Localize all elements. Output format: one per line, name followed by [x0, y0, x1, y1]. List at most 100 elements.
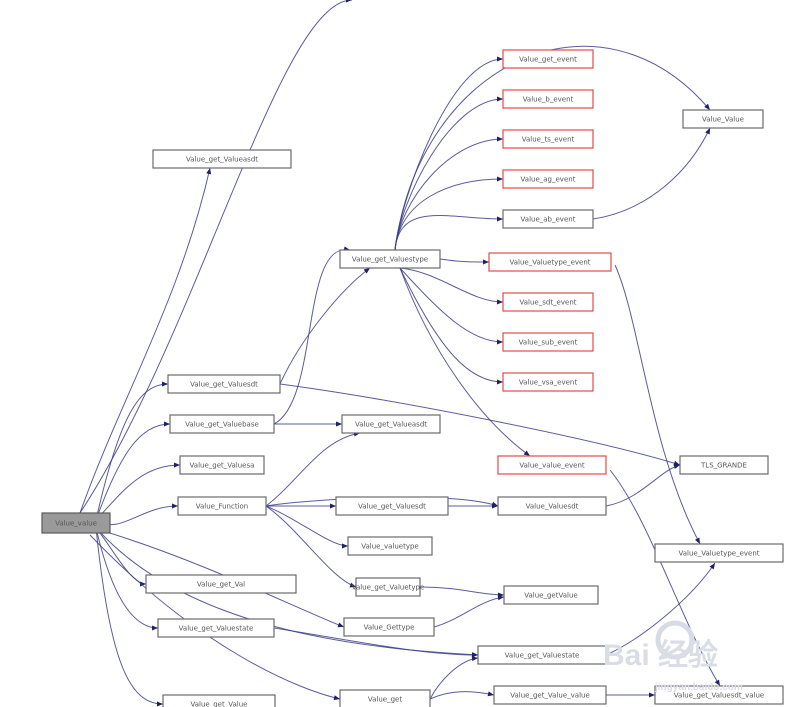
node-box [341, 414, 441, 434]
node-label: Value_get_Valuesdt_value [674, 692, 764, 700]
graph-node-r7[interactable]: Value_sub_event [502, 332, 594, 352]
node-label: Value_ag_event [521, 176, 576, 184]
graph-node-n8[interactable]: Value_get_Value [162, 694, 276, 707]
node-label: Value_get_Valuesa [190, 462, 255, 470]
edge-arrowhead [162, 381, 168, 387]
node-box [41, 512, 111, 534]
edge-arrowhead [694, 537, 700, 544]
node-label: Value_value_event [519, 462, 585, 470]
edge-root-offtop [79, 0, 353, 514]
graph-node-n22[interactable]: TLS_GRANDE [679, 455, 769, 475]
node-label: Value_get [368, 696, 402, 704]
edge-root-n3 [95, 423, 171, 521]
graph-node-n21[interactable]: Value_Valuesdt [497, 496, 607, 516]
node-label: Value_ts_event [522, 136, 575, 144]
edge-n13-n16 [419, 586, 505, 596]
graph-node-n2[interactable]: Value_get_Valuesdt [167, 374, 281, 394]
graph-node-n15[interactable]: Value_get [339, 689, 431, 707]
graph-node-r9[interactable]: Value_value_event [497, 455, 607, 475]
edge-r9-n24 [609, 469, 721, 687]
edge-arrowhead [497, 96, 503, 102]
graph-node-n17[interactable]: Value_get_Valuestate [477, 645, 607, 665]
edge-root-n1 [79, 167, 211, 514]
edge-n9-r9 [399, 267, 531, 457]
graph-node-r1[interactable]: Value_get_event [502, 49, 594, 69]
edge-n14-n16 [433, 596, 505, 628]
node-box [502, 209, 594, 229]
edge-arrowhead [497, 299, 503, 305]
node-label: Value_b_event [523, 96, 574, 104]
node-box [169, 414, 275, 434]
node-label: Value_valuetype [361, 543, 418, 551]
node-label: Value_getValue [524, 592, 577, 600]
graph-node-n1[interactable]: Value_get_Valueasdt [152, 149, 292, 169]
edge-root-n4 [95, 464, 181, 521]
graph-node-n18[interactable]: Value_get_Value_value [493, 685, 607, 705]
edge-arrowhead [336, 421, 342, 427]
edge-arrowhead [346, 0, 352, 3]
graph-node-n24[interactable]: Value_get_Valuesdt_value [654, 685, 784, 705]
edge-arrowhead [157, 701, 163, 707]
edge-arrowhead [497, 379, 503, 385]
graph-node-n13[interactable]: Value_get_Valuetype [352, 577, 425, 597]
edge-arrowhead [349, 582, 356, 588]
graph-node-r2[interactable]: Value_b_event [502, 89, 594, 109]
edge-arrowhead [523, 450, 530, 456]
graph-node-n19[interactable]: Value_Value [682, 109, 764, 129]
edge-n3-n9 [273, 249, 351, 425]
graph-node-n7[interactable]: Value_get_Valuestate [157, 618, 275, 638]
graph-node-r8[interactable]: Value_vsa_event [502, 372, 594, 392]
node-box [335, 496, 449, 516]
edge-n5-n13 [265, 505, 357, 588]
node-box [167, 374, 281, 394]
edge-arrowhead [492, 503, 498, 509]
edge-r5-n23 [614, 264, 701, 545]
edge-arrowhead [673, 464, 680, 469]
edge-root-n15 [89, 534, 341, 700]
graph-node-n5[interactable]: Value_Function [177, 496, 267, 516]
edge-arrowhead [342, 543, 348, 549]
edge-n9-r4 [394, 178, 504, 251]
edge-n17-n23 [605, 562, 716, 656]
node-box [502, 89, 594, 109]
node-box [339, 249, 441, 269]
node-box [177, 496, 267, 516]
graph-node-n11[interactable]: Value_get_Valuesdt [335, 496, 449, 516]
node-box [355, 577, 421, 597]
node-box [502, 129, 594, 149]
edge-n20-n19 [592, 127, 711, 220]
edge-arrowhead [483, 259, 489, 265]
node-label: Value_Valuesdt [526, 503, 579, 511]
graph-node-r6[interactable]: Value_sdt_event [502, 292, 594, 312]
graph-node-r5[interactable]: Value_Valuetype_event [488, 252, 612, 272]
edge-arrowhead [705, 128, 710, 135]
node-label: Value_get_Valuebase [185, 421, 259, 429]
node-label: Value_get_Valuestype [352, 256, 428, 264]
edge-arrowhead [487, 691, 494, 697]
graph-node-root[interactable]: Value_value [41, 512, 111, 534]
edge-arrowhead [649, 692, 655, 698]
node-box [347, 536, 433, 556]
graph-node-n16[interactable]: Value_getValue [503, 585, 599, 605]
edge-n15-n18 [429, 691, 495, 700]
graph-node-n9[interactable]: Value_get_Valuestype [339, 249, 441, 269]
graph-node-r4[interactable]: Value_ag_event [502, 169, 594, 189]
node-label: Value_Gettype [364, 624, 415, 632]
graph-node-n3[interactable]: Value_get_Valuebase [169, 414, 275, 434]
graph-node-n10[interactable]: Value_get_Valueasdt [341, 414, 441, 434]
node-box [497, 496, 607, 516]
edge-arrowhead [174, 462, 180, 468]
graph-node-n23[interactable]: Value_Valuetype_event [654, 543, 784, 563]
node-box [654, 685, 784, 705]
graph-node-n20[interactable]: Value_ab_event [502, 209, 594, 229]
graph-node-n14[interactable]: Value_Gettype [343, 617, 435, 637]
node-label: Value_Function [196, 503, 249, 511]
edge-n15-n17 [429, 657, 479, 700]
graph-node-r3[interactable]: Value_ts_event [502, 129, 594, 149]
node-label: Value_value [55, 520, 97, 528]
edge-arrowhead [152, 625, 158, 631]
graph-node-n12[interactable]: Value_valuetype [347, 536, 433, 556]
graph-node-n4[interactable]: Value_get_Valuesa [179, 455, 265, 475]
edge-arrowhead [497, 216, 503, 222]
graph-node-n6[interactable]: Value_get_Val [145, 574, 297, 594]
